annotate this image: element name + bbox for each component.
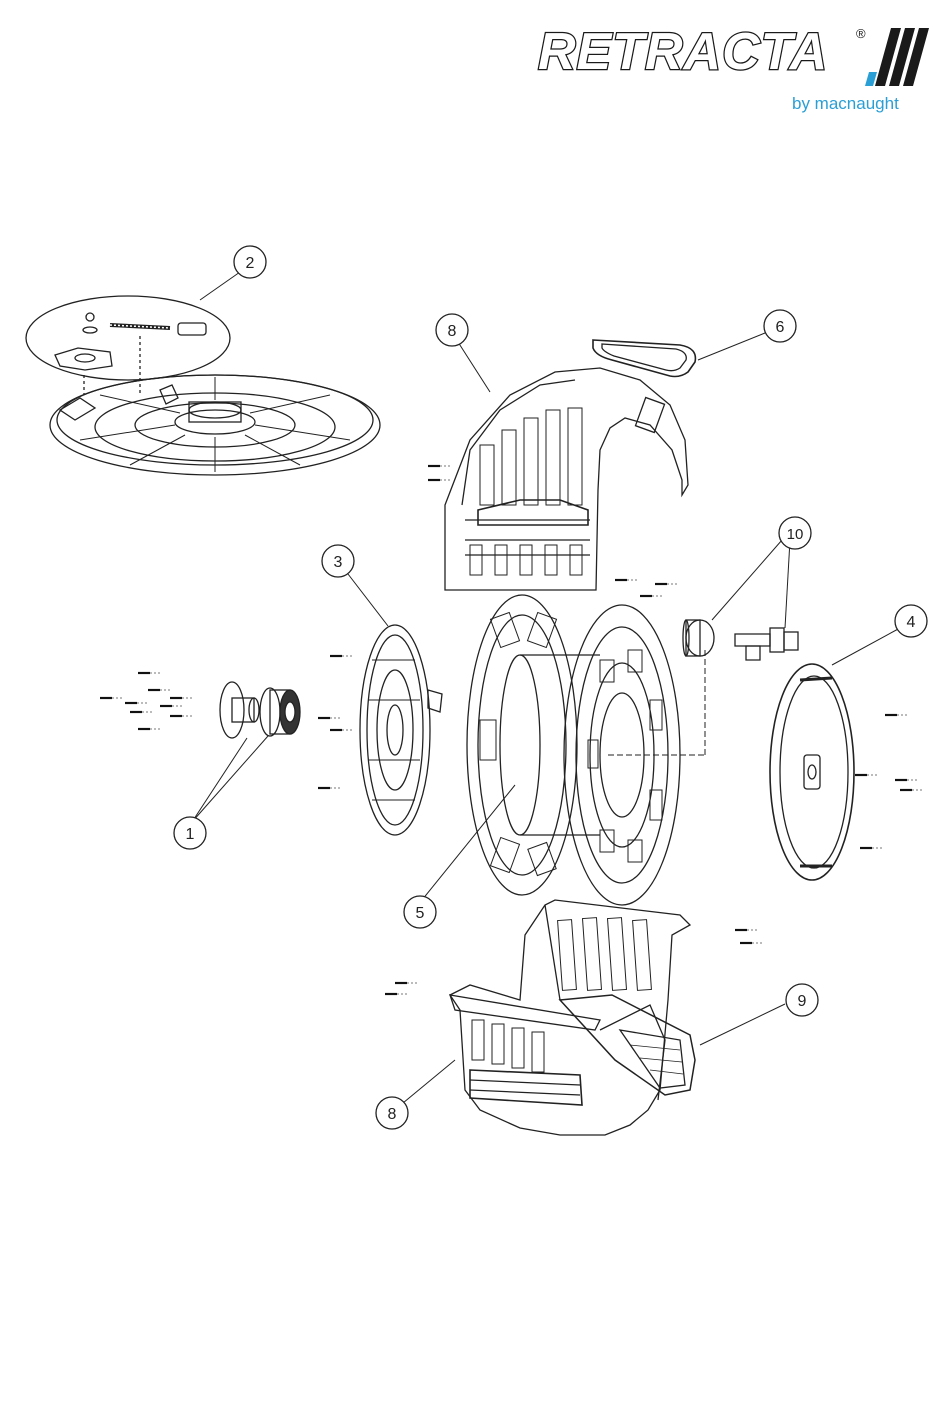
callout-1: 1 bbox=[174, 817, 206, 849]
callout-9: 9 bbox=[786, 984, 818, 1016]
part-1-swivel bbox=[220, 682, 300, 738]
callout-8-bottom: 8 bbox=[376, 1097, 408, 1129]
callout-5-label: 5 bbox=[416, 905, 425, 922]
callout-8-bottom-label: 8 bbox=[388, 1106, 397, 1123]
leader-lines bbox=[192, 272, 900, 1103]
callout-5: 5 bbox=[404, 896, 436, 928]
callout-6: 6 bbox=[764, 310, 796, 342]
part-2-spring-plate bbox=[26, 296, 380, 475]
callout-10: 10 bbox=[779, 517, 811, 549]
callout-10-label: 10 bbox=[787, 526, 804, 543]
callout-bubbles: 2 8 6 3 10 4 1 bbox=[174, 246, 927, 1129]
callout-8-top: 8 bbox=[436, 314, 468, 346]
callout-2: 2 bbox=[234, 246, 266, 278]
callout-3: 3 bbox=[322, 545, 354, 577]
callout-8-top-label: 8 bbox=[448, 323, 457, 340]
callout-2-label: 2 bbox=[246, 255, 255, 272]
part-4-cover-disc bbox=[770, 664, 854, 880]
part-5-drum bbox=[467, 595, 705, 905]
part-8-lower-base bbox=[450, 900, 690, 1135]
part-8-upper-cover bbox=[445, 368, 688, 590]
callout-4-label: 4 bbox=[907, 614, 916, 631]
part-10-fittings bbox=[683, 620, 798, 660]
part-3-flange bbox=[360, 625, 442, 835]
callout-3-label: 3 bbox=[334, 554, 343, 571]
callout-4: 4 bbox=[895, 605, 927, 637]
callout-1-label: 1 bbox=[186, 826, 195, 843]
callout-6-label: 6 bbox=[776, 319, 785, 336]
callout-9-label: 9 bbox=[798, 993, 807, 1010]
